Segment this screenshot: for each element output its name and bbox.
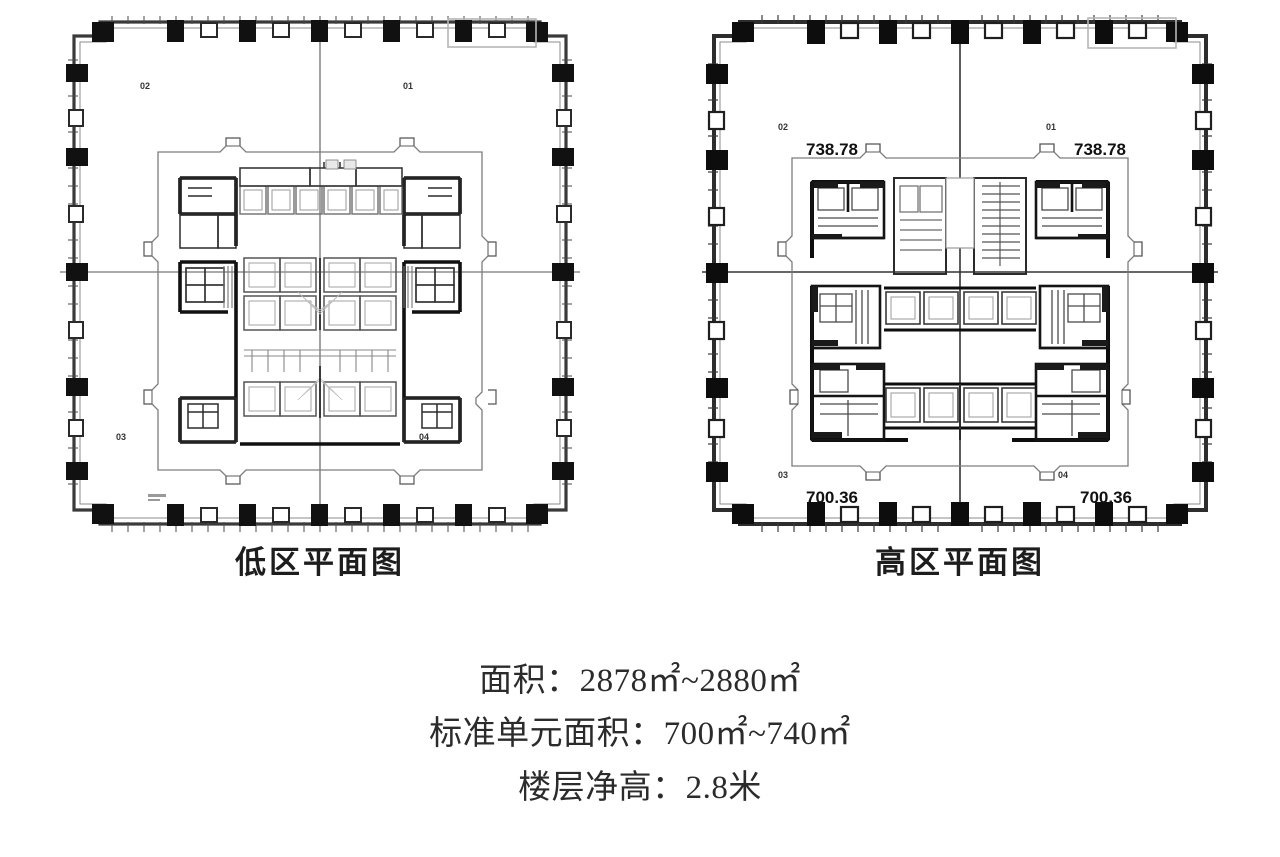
unit-label-04: 04: [1058, 470, 1068, 480]
spec-total-area: 面积：2878㎡~2880㎡: [479, 663, 801, 699]
highlight-box: [447, 18, 537, 48]
core-upper: [178, 159, 462, 249]
unit-label-02: 02: [140, 81, 150, 91]
specs-block: 面积：2878㎡~2880㎡ 标准单元面积：700㎡~740㎡ 楼层净高：2.8…: [0, 655, 1280, 815]
highlight-box: [1087, 17, 1177, 49]
unit-area-02: 738.78: [806, 140, 858, 159]
unit-label-01: 01: [403, 81, 413, 91]
perimeter-columns-hollow: [707, 21, 1213, 524]
unit-label-02: 02: [778, 122, 788, 132]
core-mid-right: [1038, 284, 1110, 350]
plan-high-zone-drawing: 02 738.78 01 738.78 03 700.36 04 700.36: [680, 0, 1240, 545]
plan-low-zone: 02 01 03 04 低区平面图: [40, 0, 600, 645]
grid-axes: [702, 22, 1218, 524]
core-lower-right: [1034, 362, 1110, 442]
core-corner-jogs: [143, 137, 497, 485]
plan-high-zone-caption: 高区平面图: [875, 545, 1045, 580]
core-center-shaft: [893, 177, 1027, 275]
core-mid-left: [810, 284, 882, 350]
core-lower: [178, 349, 462, 446]
core-boundary: [151, 145, 489, 477]
plan-low-zone-caption: 低区平面图: [235, 545, 405, 580]
unit-label-03: 03: [116, 432, 126, 442]
plans-row: 02 01 03 04 低区平面图: [40, 0, 1240, 645]
unit-label-04: 04: [419, 432, 429, 442]
unit-area-01: 738.78: [1074, 140, 1126, 159]
core-upper-left: [810, 180, 886, 240]
spec-ceiling-height: 楼层净高：2.8米: [518, 769, 762, 806]
perimeter-columns: [66, 20, 574, 526]
annotation-marks: [148, 494, 166, 501]
core-lower-left: [810, 362, 886, 442]
unit-area-03: 700.36: [806, 488, 858, 507]
plan-high-zone: 02 738.78 01 738.78 03 700.36 04 700.36 …: [680, 0, 1240, 645]
core-lower-elevator-row: [884, 382, 1037, 440]
core-corner-jogs: [777, 143, 1143, 481]
unit-label-01: 01: [1046, 122, 1056, 132]
core-elevator-row: [884, 286, 1037, 332]
perimeter-columns-hollow: [68, 22, 572, 523]
unit-label-03: 03: [778, 470, 788, 480]
plan-low-zone-drawing: 02 01 03 04: [40, 0, 600, 545]
core-upper-right: [1034, 180, 1110, 240]
core-middle: [178, 257, 462, 366]
unit-area-04: 700.36: [1080, 488, 1132, 507]
spec-unit-area: 标准单元面积：700㎡~740㎡: [429, 716, 851, 753]
perimeter-columns: [706, 20, 1214, 526]
